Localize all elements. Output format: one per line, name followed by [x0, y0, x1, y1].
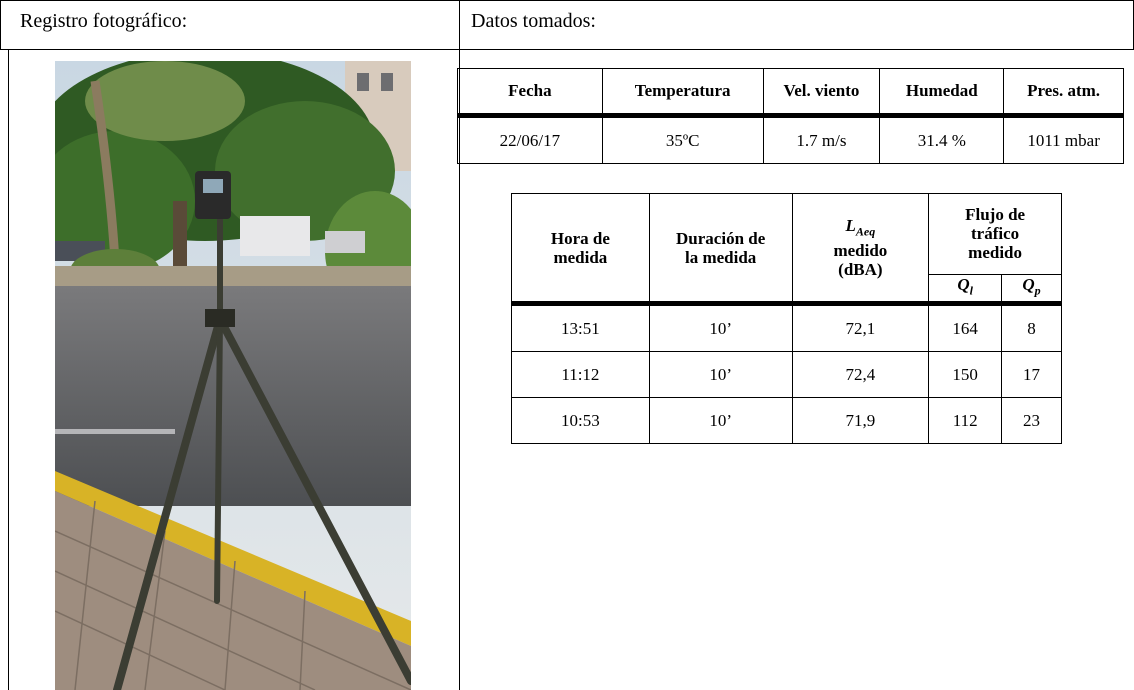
table-row: 13:51 10’ 72,1 164 8 [511, 303, 1062, 352]
header-vel-viento: Vel. viento [762, 68, 881, 118]
conditions-header-row: Fecha Temperatura Vel. viento Humedad Pr… [457, 68, 1124, 118]
frame-left-line [8, 50, 9, 690]
header-duracion: Duración de la medida [648, 193, 793, 306]
header-flujo-label: Flujo de tráfico medido [965, 205, 1026, 263]
photo-section-title: Registro fotográfico: [20, 10, 188, 32]
cell-qp: 23 [1001, 397, 1062, 444]
header-ql: Ql [928, 273, 1003, 307]
header-hora: Hora de medida [511, 193, 650, 306]
measurements-table: Hora de medida Duración de la medida LAe… [511, 193, 1062, 444]
cell-temperatura: 35ºC [601, 115, 764, 164]
frame-header-divider [0, 49, 1134, 50]
cell-fecha: 22/06/17 [457, 115, 603, 164]
header-laeq-label: medido (dBA) [833, 241, 888, 280]
cell-duracion: 10’ [648, 397, 793, 444]
table-row: 10:53 10’ 71,9 112 23 [511, 397, 1062, 444]
tripod-photo-illustration [55, 61, 411, 690]
laeq-letter: L [845, 215, 856, 235]
site-photo [55, 61, 411, 690]
cell-ql: 150 [928, 351, 1003, 398]
cell-hora: 13:51 [511, 303, 650, 352]
cell-humedad: 31.4 % [879, 115, 1005, 164]
cell-hora: 11:12 [511, 351, 650, 398]
ql-letter: Q [957, 275, 970, 295]
laeq-symbol: LAeq [793, 216, 929, 241]
header-hora-label: Hora de medida [550, 228, 610, 267]
qp-subscript: p [1034, 283, 1041, 298]
cell-duracion: 10’ [648, 303, 793, 352]
frame-left-line-top [0, 0, 1, 50]
cell-pres-atm: 1011 mbar [1003, 115, 1124, 164]
conditions-table: Fecha Temperatura Vel. viento Humedad Pr… [457, 68, 1124, 164]
header-temperatura: Temperatura [601, 68, 764, 118]
frame-top-line [0, 0, 1134, 1]
ql-subscript: l [969, 283, 973, 298]
table-row: 11:12 10’ 72,4 150 17 [511, 351, 1062, 398]
header-flujo: Flujo de tráfico medido [928, 193, 1062, 275]
cell-duracion: 10’ [648, 351, 793, 398]
cell-qp: 8 [1001, 303, 1062, 352]
header-qp: Qp [1001, 273, 1062, 307]
cell-ql: 112 [928, 397, 1003, 444]
header-humedad: Humedad [879, 68, 1005, 118]
cell-hora: 10:53 [511, 397, 650, 444]
header-laeq: LAeq medido (dBA) [791, 193, 930, 306]
laeq-subscript: Aeq [855, 224, 876, 239]
header-pres-atm: Pres. atm. [1003, 68, 1124, 118]
conditions-row: 22/06/17 35ºC 1.7 m/s 31.4 % 1011 mbar [457, 115, 1124, 164]
cell-laeq: 72,4 [791, 351, 930, 398]
measurements-subheader-row: Ql Qp [512, 273, 1062, 307]
frame-middle-line [459, 0, 460, 690]
cell-ql: 164 [928, 303, 1003, 352]
header-fecha: Fecha [457, 68, 603, 118]
cell-vel-viento: 1.7 m/s [762, 115, 881, 164]
qp-letter: Q [1022, 275, 1035, 295]
cell-laeq: 72,1 [791, 303, 930, 352]
measurements-header-row: Hora de medida Duración de la medida LAe… [511, 193, 1062, 306]
cell-qp: 17 [1001, 351, 1062, 398]
data-section-title: Datos tomados: [471, 10, 596, 32]
header-duracion-label: Duración de la medida [676, 228, 766, 267]
cell-laeq: 71,9 [791, 397, 930, 444]
